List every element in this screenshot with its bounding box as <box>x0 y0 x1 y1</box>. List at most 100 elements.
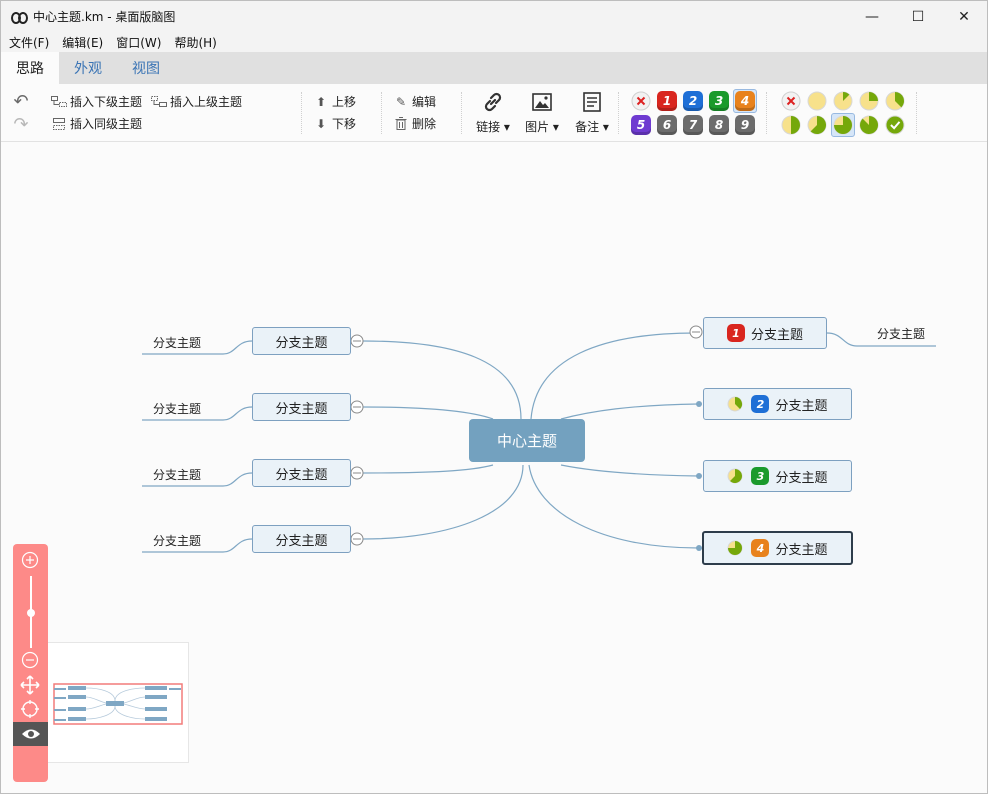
insert-child-label: 插入下级主题 <box>70 95 143 109</box>
center-topic[interactable]: 中心主题 <box>469 419 585 462</box>
left-branch-topic[interactable]: 分支主题 <box>252 393 351 421</box>
move-up-button[interactable]: ⬆ 上移 <box>313 93 356 110</box>
toolbar-divider <box>916 92 917 134</box>
priority-3-button[interactable]: 3 <box>709 91 729 111</box>
progress-6-button[interactable] <box>833 115 853 135</box>
toolbar-divider <box>301 92 302 134</box>
zoom-out-icon[interactable] <box>20 650 40 670</box>
priority-2-icon: 2 <box>751 395 770 413</box>
priority-6-button[interactable]: 6 <box>657 115 677 135</box>
insert-parent-button[interactable]: 插入上级主题 <box>151 93 242 110</box>
move-down-button[interactable]: ⬇ 下移 <box>313 115 356 132</box>
left-branch-topic[interactable]: 分支主题 <box>252 525 351 553</box>
right-branch-topic-selected[interactable]: 4 分支主题 <box>702 531 853 565</box>
progress-clear-button[interactable] <box>781 91 801 111</box>
toggle-navigator-button[interactable] <box>13 722 48 746</box>
progress-3-button[interactable] <box>885 91 905 111</box>
move-canvas-icon[interactable] <box>20 675 40 695</box>
arrow-up-icon: ⬆ <box>315 94 327 109</box>
link-line <box>362 340 522 420</box>
progress-icon <box>727 396 743 412</box>
progress-7-button[interactable] <box>859 115 879 135</box>
progress-2-button[interactable] <box>859 91 879 111</box>
eye-icon <box>21 729 40 739</box>
progress-5-button[interactable] <box>807 115 827 135</box>
menu-edit[interactable]: 编辑(E) <box>62 35 104 50</box>
move-up-label: 上移 <box>332 95 357 109</box>
minimize-button[interactable]: — <box>865 8 879 25</box>
minimap[interactable] <box>48 642 189 763</box>
link-label: 链接 ▾ <box>476 120 510 134</box>
priority-4-button[interactable]: 4 <box>735 91 755 111</box>
note-button[interactable]: 备注 ▾ <box>570 90 614 138</box>
image-label: 图片 ▾ <box>525 120 559 134</box>
priority-2-button[interactable]: 2 <box>683 91 703 111</box>
menu-window[interactable]: 窗口(W) <box>116 35 162 50</box>
menu-help[interactable]: 帮助(H) <box>174 35 217 50</box>
left-branch-topic[interactable]: 分支主题 <box>252 459 351 487</box>
right-branch-topic[interactable]: 3 分支主题 <box>703 460 852 492</box>
left-sub-topic[interactable]: 分支主题 <box>152 335 201 350</box>
priority-1-icon: 1 <box>726 324 745 342</box>
menu-file[interactable]: 文件(F) <box>9 35 50 50</box>
navigator-panel <box>13 544 48 782</box>
insert-child-button[interactable]: 插入下级主题 <box>51 93 142 110</box>
tab-view[interactable]: 视图 <box>132 61 160 77</box>
toolbar: ↶ ↷ 插入下级主题 插入上级主题 插入同级主题 ⬆ 上移 ⬇ <box>1 84 987 142</box>
priority-9-button[interactable]: 9 <box>735 115 755 135</box>
redo-icon[interactable]: ↷ <box>13 113 29 135</box>
locate-center-icon[interactable] <box>20 699 40 719</box>
maximize-button[interactable]: ☐ <box>911 8 925 25</box>
progress-1-button[interactable] <box>833 91 853 111</box>
link-line <box>142 340 253 355</box>
insert-parent-icon <box>151 95 167 109</box>
link-line <box>142 538 253 553</box>
left-sub-topic[interactable]: 分支主题 <box>152 533 201 548</box>
priority-7-button[interactable]: 7 <box>683 115 703 135</box>
toolbar-divider <box>461 92 462 134</box>
priority-5-button[interactable]: 5 <box>631 115 651 135</box>
edit-button[interactable]: ✎ 编辑 <box>393 93 436 110</box>
tab-appearance[interactable]: 外观 <box>74 61 102 77</box>
left-sub-topic[interactable]: 分支主题 <box>152 467 201 482</box>
progress-4-button[interactable] <box>781 115 801 135</box>
link-line <box>142 406 253 421</box>
zoom-in-icon[interactable] <box>20 550 40 570</box>
insert-sibling-button[interactable]: 插入同级主题 <box>51 115 142 132</box>
progress-8-button[interactable] <box>885 115 905 135</box>
link-line <box>528 464 699 549</box>
priority-4-icon: 4 <box>751 539 770 557</box>
menu-bar: 文件(F) 编辑(E) 窗口(W) 帮助(H) <box>1 32 987 52</box>
note-icon <box>583 92 601 112</box>
undo-icon[interactable]: ↶ <box>13 90 29 112</box>
right-branch-topic[interactable]: 2 分支主题 <box>703 388 852 420</box>
close-button[interactable]: ✕ <box>958 8 970 25</box>
toolbar-divider <box>618 92 619 134</box>
right-sub-topic[interactable]: 分支主题 <box>876 326 925 341</box>
link-line <box>362 406 494 420</box>
trash-icon <box>393 117 409 131</box>
progress-icon <box>727 468 743 484</box>
tab-bar: 思路 外观 视图 <box>1 52 987 84</box>
progress-icon <box>727 540 743 556</box>
progress-0-button[interactable] <box>807 91 827 111</box>
insert-sibling-label: 插入同级主题 <box>70 117 143 131</box>
left-branch-topic[interactable]: 分支主题 <box>252 327 351 355</box>
link-button[interactable]: 链接 ▾ <box>471 90 515 138</box>
minimap-viewport <box>53 683 183 725</box>
delete-button[interactable]: 删除 <box>393 115 436 132</box>
minus-icon <box>353 331 700 540</box>
priority-clear-button[interactable] <box>631 91 651 111</box>
window-controls: — ☐ ✕ <box>849 1 987 32</box>
priority-8-button[interactable]: 8 <box>709 115 729 135</box>
image-button[interactable]: 图片 ▾ <box>520 90 564 138</box>
topic-label: 分支主题 <box>775 470 828 486</box>
right-branch-topic[interactable]: 1 分支主题 <box>703 317 827 349</box>
window-title: 中心主题.km - 桌面版脑图 <box>33 10 176 24</box>
insert-parent-label: 插入上级主题 <box>170 95 243 109</box>
left-sub-topic[interactable]: 分支主题 <box>152 401 201 416</box>
link-dot <box>696 545 702 551</box>
zoom-slider-handle[interactable] <box>27 609 35 617</box>
priority-1-button[interactable]: 1 <box>657 91 677 111</box>
tab-idea[interactable]: 思路 <box>1 52 59 84</box>
